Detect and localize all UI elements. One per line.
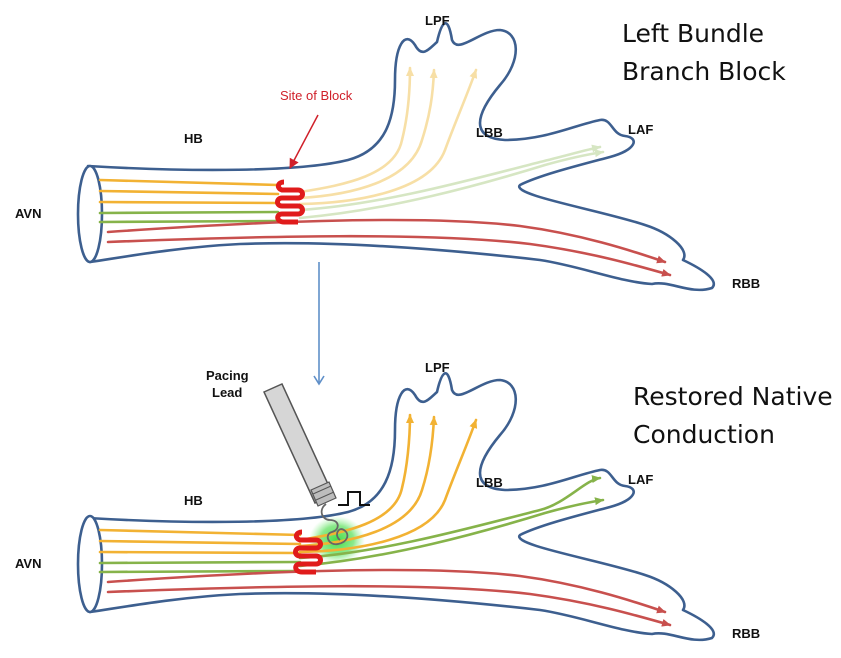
bottom-title-line2: Conduction — [633, 420, 775, 449]
top-hb-label: HB — [184, 131, 203, 146]
top-green-fiber-2 — [100, 221, 278, 222]
bottom-title-line1: Restored Native — [633, 382, 833, 411]
bottom-rbb-label: RBB — [732, 626, 760, 641]
top-rbb-label: RBB — [732, 276, 760, 291]
bottom-avn-end — [78, 516, 102, 612]
top-conduction-tree: Site of Block LPF LBB LAF RBB HB AVN Lef… — [15, 13, 786, 291]
top-site-of-block-arrow — [290, 115, 318, 168]
top-bundle-outline — [88, 23, 714, 290]
top-title-line2: Branch Block — [622, 57, 786, 86]
pacing-lead-label-line1: Pacing — [206, 368, 249, 383]
top-avn-label: AVN — [15, 206, 41, 221]
top-yellow-fiber-3 — [100, 202, 278, 203]
bottom-lpf-label: LPF — [425, 360, 450, 375]
bottom-bundle-outline — [88, 373, 714, 640]
bottom-avn-label: AVN — [15, 556, 41, 571]
pacing-pulse-icon — [338, 492, 370, 505]
bottom-yellow-fiber-3 — [100, 552, 300, 553]
bottom-lbb-label: LBB — [476, 475, 503, 490]
bottom-green-fiber-1 — [100, 562, 300, 563]
pacing-lead-label-line2: Lead — [212, 385, 242, 400]
top-title-line1: Left Bundle — [622, 19, 764, 48]
top-laf-label: LAF — [628, 122, 653, 137]
top-lpf-label: LPF — [425, 13, 450, 28]
top-green-fiber-1 — [100, 212, 278, 213]
top-avn-end — [78, 166, 102, 262]
top-lbb-label: LBB — [476, 125, 503, 140]
bottom-laf-label: LAF — [628, 472, 653, 487]
bottom-hb-label: HB — [184, 493, 203, 508]
top-site-of-block-label: Site of Block — [280, 88, 353, 103]
bottom-conduction-tree: Pacing Lead LPF LBB LAF RBB HB AVN Resto… — [15, 360, 833, 641]
